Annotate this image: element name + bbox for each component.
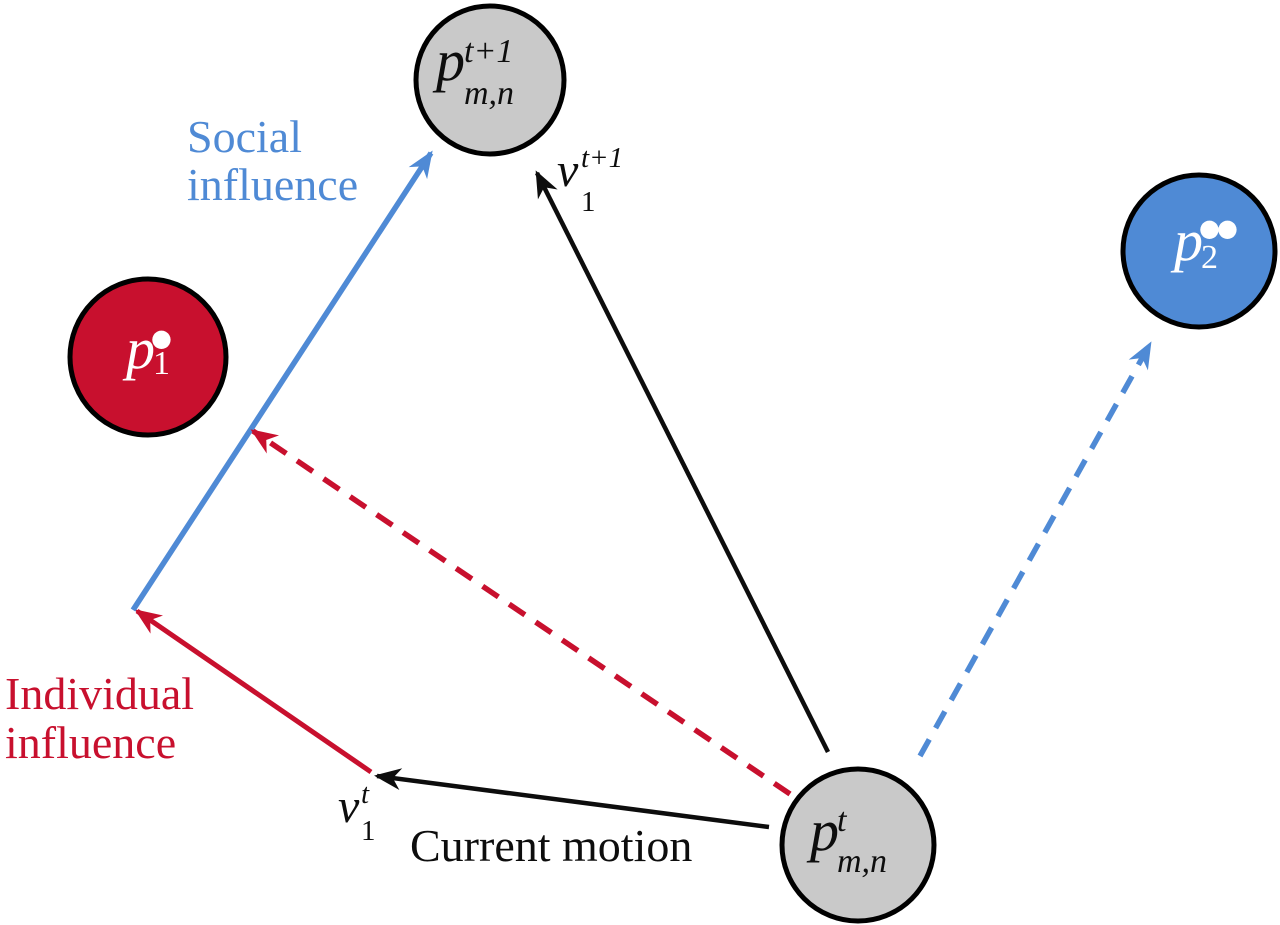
label-subscript: 1 bbox=[361, 815, 376, 847]
individual-influence-label: Individual influence bbox=[5, 668, 206, 768]
current-motion-label: Current motion bbox=[410, 820, 692, 871]
label-subscript: m,n bbox=[464, 75, 514, 112]
label-base: v bbox=[338, 780, 360, 833]
individual-influence-arrow bbox=[134, 608, 373, 775]
social-influence-line1: Social bbox=[187, 111, 302, 162]
neighbor-2-label: p ●● 2 bbox=[1170, 208, 1239, 276]
velocity-next-label: v t+1 1 bbox=[557, 142, 627, 218]
current-motion-arrow bbox=[374, 768, 770, 830]
next-velocity-arrow bbox=[534, 170, 831, 754]
label-subscript: 2 bbox=[1201, 239, 1218, 276]
label-superscript: t bbox=[837, 802, 848, 839]
individual-influence-line1: Individual bbox=[5, 668, 194, 719]
label-dot-superscript: ●● bbox=[1199, 214, 1237, 242]
label-superscript: t bbox=[361, 778, 370, 810]
predicted-position-label: p t+1 m,n bbox=[432, 28, 517, 112]
social-influence-label: Social influence bbox=[187, 111, 358, 210]
label-superscript: t+1 bbox=[581, 142, 623, 174]
label-base: p bbox=[806, 798, 839, 863]
social-influence-line2: influence bbox=[187, 159, 358, 210]
individual-attraction-dashed-arrow bbox=[250, 428, 792, 797]
label-subscript: m,n bbox=[837, 843, 887, 880]
social-influence-arrow bbox=[130, 150, 434, 612]
velocity-now-label: v t 1 bbox=[338, 778, 376, 847]
individual-influence-line2: influence bbox=[5, 717, 176, 768]
node-neighbor-1 bbox=[67, 276, 229, 438]
neighbor-1-label: p ● 1 bbox=[122, 316, 173, 382]
current-position-label: p t m,n bbox=[806, 798, 887, 880]
label-base: p bbox=[122, 316, 155, 381]
node-predicted-position bbox=[413, 3, 567, 157]
label-base: p bbox=[432, 28, 465, 93]
node-current-position bbox=[779, 766, 937, 924]
label-subscript: 1 bbox=[153, 345, 170, 382]
social-attraction-dashed-arrow bbox=[917, 341, 1153, 758]
label-base: v bbox=[557, 144, 579, 197]
label-superscript: t+1 bbox=[464, 33, 513, 70]
label-subscript: 1 bbox=[581, 186, 596, 218]
node-neighbor-2 bbox=[1120, 172, 1278, 330]
label-base: p bbox=[1170, 208, 1203, 273]
